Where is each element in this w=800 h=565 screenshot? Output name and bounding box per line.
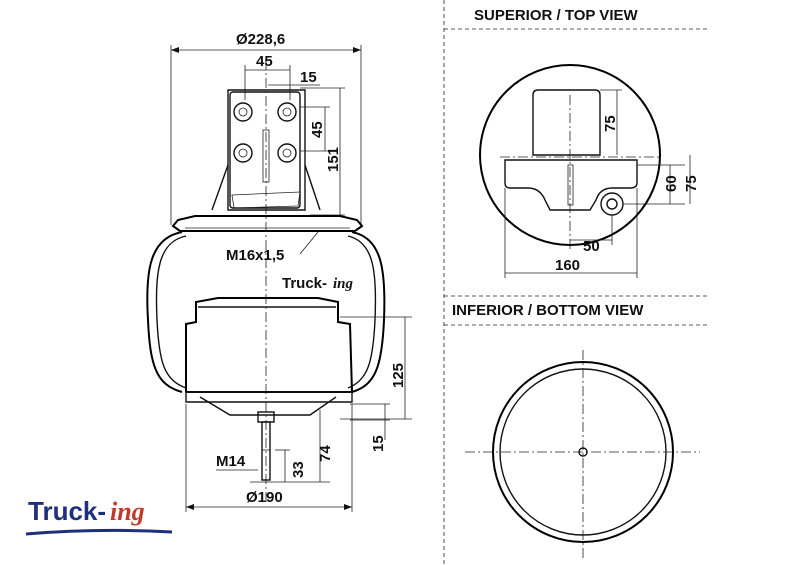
dim-stud: 33 74 15 M14 xyxy=(216,403,390,483)
label-top-view-height: 75 xyxy=(602,115,619,132)
dim-bracket-height: 45 151 xyxy=(300,87,345,216)
dim-bracket-spacing: 45 15 xyxy=(244,53,320,100)
label-bracket-vertical: 45 xyxy=(309,121,326,138)
label-top-view-hole-75: 75 xyxy=(683,175,700,192)
svg-text:Truck-: Truck- xyxy=(28,496,106,526)
piston xyxy=(185,297,354,416)
label-stud-total: 74 xyxy=(317,445,334,462)
label-top-view-hole-50: 50 xyxy=(583,238,600,255)
label-top-view-hole-60: 60 xyxy=(663,175,680,192)
label-bottom-diameter: Ø190 xyxy=(246,489,283,506)
top-plate xyxy=(171,215,364,232)
dim-piston-height: 125 xyxy=(340,316,412,420)
dim-bottom-diameter: Ø190 xyxy=(185,404,353,512)
bottom-view-title: INFERIOR / BOTTOM VIEW xyxy=(452,302,644,319)
label-piston-height: 125 xyxy=(390,363,407,388)
top-view: 75 60 75 50 160 xyxy=(479,64,700,278)
mounting-stud xyxy=(257,411,275,481)
svg-text:Truck-: Truck- xyxy=(282,275,327,292)
label-stud-length: 15 xyxy=(370,435,387,452)
brand-logo: Truck- ing xyxy=(25,496,173,536)
label-top-view-width: 160 xyxy=(555,257,580,274)
label-bracket-spacing: 45 xyxy=(256,53,273,70)
mounting-bracket xyxy=(211,89,321,211)
dim-top-diameter: Ø228,6 xyxy=(170,31,362,225)
label-top-diameter: Ø228,6 xyxy=(236,31,285,48)
label-bracket-offset: 15 xyxy=(300,69,317,86)
label-thread-top: M16x1,5 xyxy=(226,247,284,264)
rubber-bellow xyxy=(146,231,386,393)
label-stud-thread: 33 xyxy=(290,461,307,478)
label-thread-bottom: M14 xyxy=(216,453,246,470)
svg-text:ing: ing xyxy=(110,497,145,526)
side-view: Ø228,6 45 15 xyxy=(146,31,412,512)
svg-text:ing: ing xyxy=(333,276,354,292)
bottom-view xyxy=(465,350,700,560)
top-view-title: SUPERIOR / TOP VIEW xyxy=(474,7,638,24)
label-bracket-height: 151 xyxy=(325,147,342,172)
view-dividers xyxy=(443,0,710,565)
bellow-brand-label: Truck- ing xyxy=(282,275,354,292)
